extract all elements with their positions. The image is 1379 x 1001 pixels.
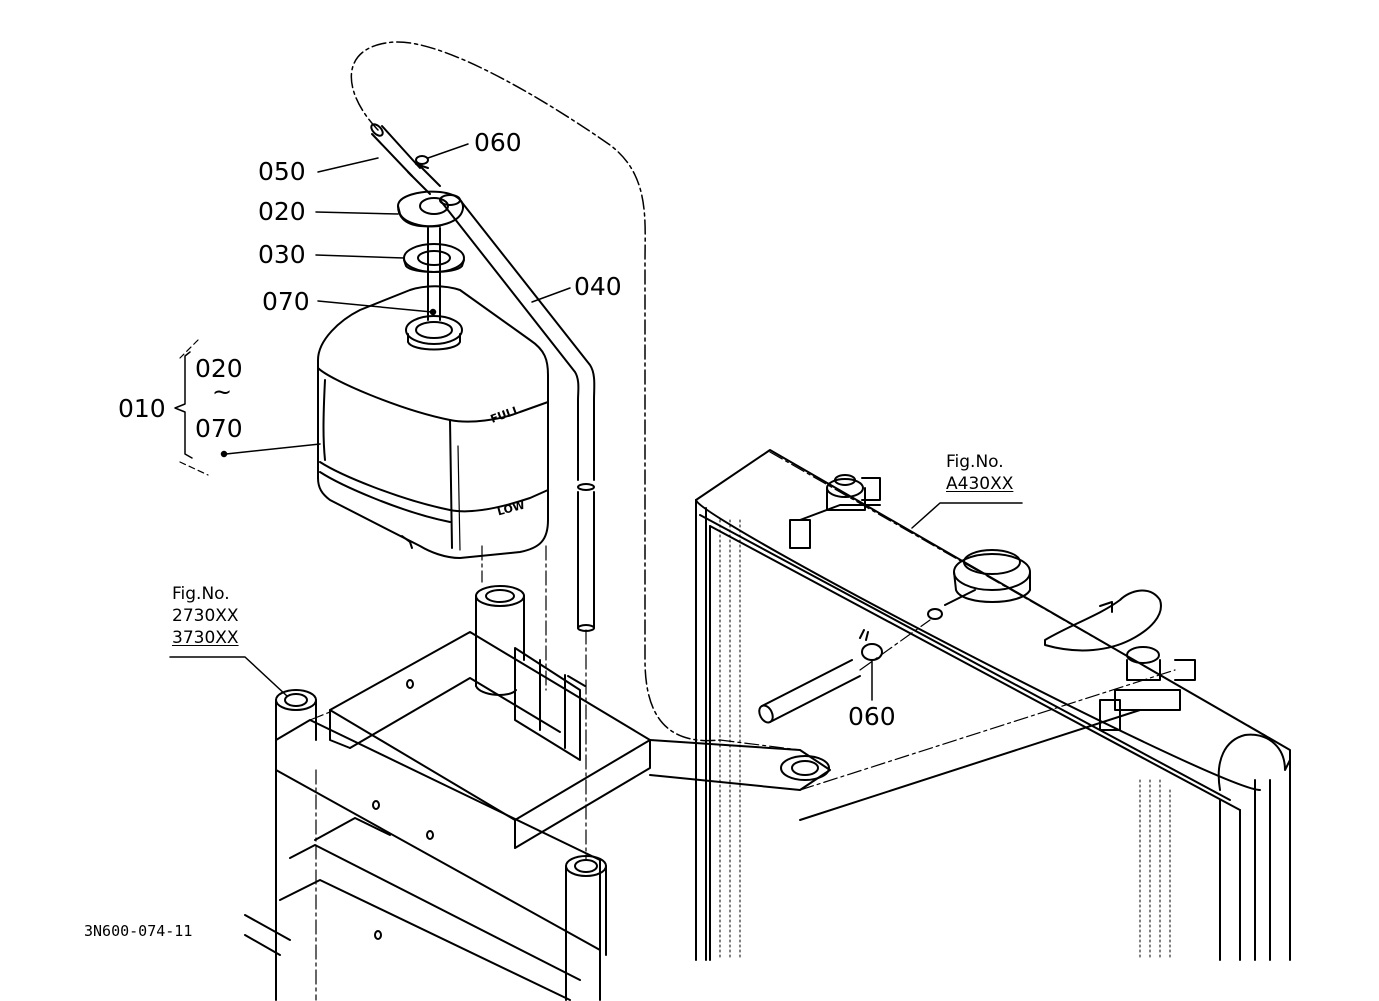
fig-ref-frame-number-2: 3730XX xyxy=(172,628,239,648)
fig-ref-frame: Fig.No. 2730XX 3730XX xyxy=(172,583,239,649)
label-060-top: 060 xyxy=(474,128,522,157)
leader-050 xyxy=(317,157,379,173)
machine-frame xyxy=(244,689,607,1001)
label-set-from-020: 020 xyxy=(195,354,243,383)
radiator-cap xyxy=(927,549,1031,620)
label-050: 050 xyxy=(258,157,306,186)
radiator-upper-pipe xyxy=(789,474,881,549)
leader-030 xyxy=(315,254,405,259)
label-060-bottom: 060 xyxy=(848,702,896,731)
label-070: 070 xyxy=(262,287,310,316)
leader-020 xyxy=(315,211,399,215)
fig-ref-frame-prefix: Fig.No. xyxy=(172,584,230,604)
label-030: 030 xyxy=(258,240,306,269)
hose-clamp-060-top xyxy=(415,155,429,169)
leader-fig-a430 xyxy=(911,502,1023,529)
label-020: 020 xyxy=(258,197,306,226)
leader-060-top xyxy=(427,143,469,159)
tank-bracket xyxy=(329,545,831,849)
overflow-pipe-040 xyxy=(439,194,596,861)
overflow-hose-050 xyxy=(370,123,441,195)
hose-clamp-060-bottom xyxy=(859,629,883,661)
leader-010 xyxy=(225,443,321,455)
tank-cap-020 xyxy=(397,190,464,228)
label-set-tilde: ~ xyxy=(212,378,233,406)
dipstick-070 xyxy=(427,227,441,321)
leader-040 xyxy=(531,287,571,303)
label-set-to-070: 070 xyxy=(195,414,243,443)
gasket-030 xyxy=(403,243,465,273)
leader-070 xyxy=(317,300,433,313)
overflow-hose-lower xyxy=(758,619,931,724)
radiator xyxy=(695,449,1291,961)
fig-ref-radiator-number: A430XX xyxy=(946,474,1014,494)
leader-fig-2730 xyxy=(169,656,288,697)
label-010: 010 xyxy=(118,394,166,423)
radiator-lower-pipe xyxy=(1044,589,1196,731)
hose-route-phantom xyxy=(350,41,721,742)
fig-ref-frame-number-1: 2730XX xyxy=(172,606,239,626)
drawing-code: 3N600-074-11 xyxy=(84,922,193,940)
fig-ref-radiator-prefix: Fig.No. xyxy=(946,452,1004,472)
fig-ref-radiator: Fig.No. A430XX xyxy=(946,451,1013,495)
leader-lines xyxy=(169,143,1023,701)
label-040: 040 xyxy=(574,272,622,301)
reserve-tank-010 xyxy=(317,285,549,559)
bracket-brace xyxy=(174,351,193,459)
